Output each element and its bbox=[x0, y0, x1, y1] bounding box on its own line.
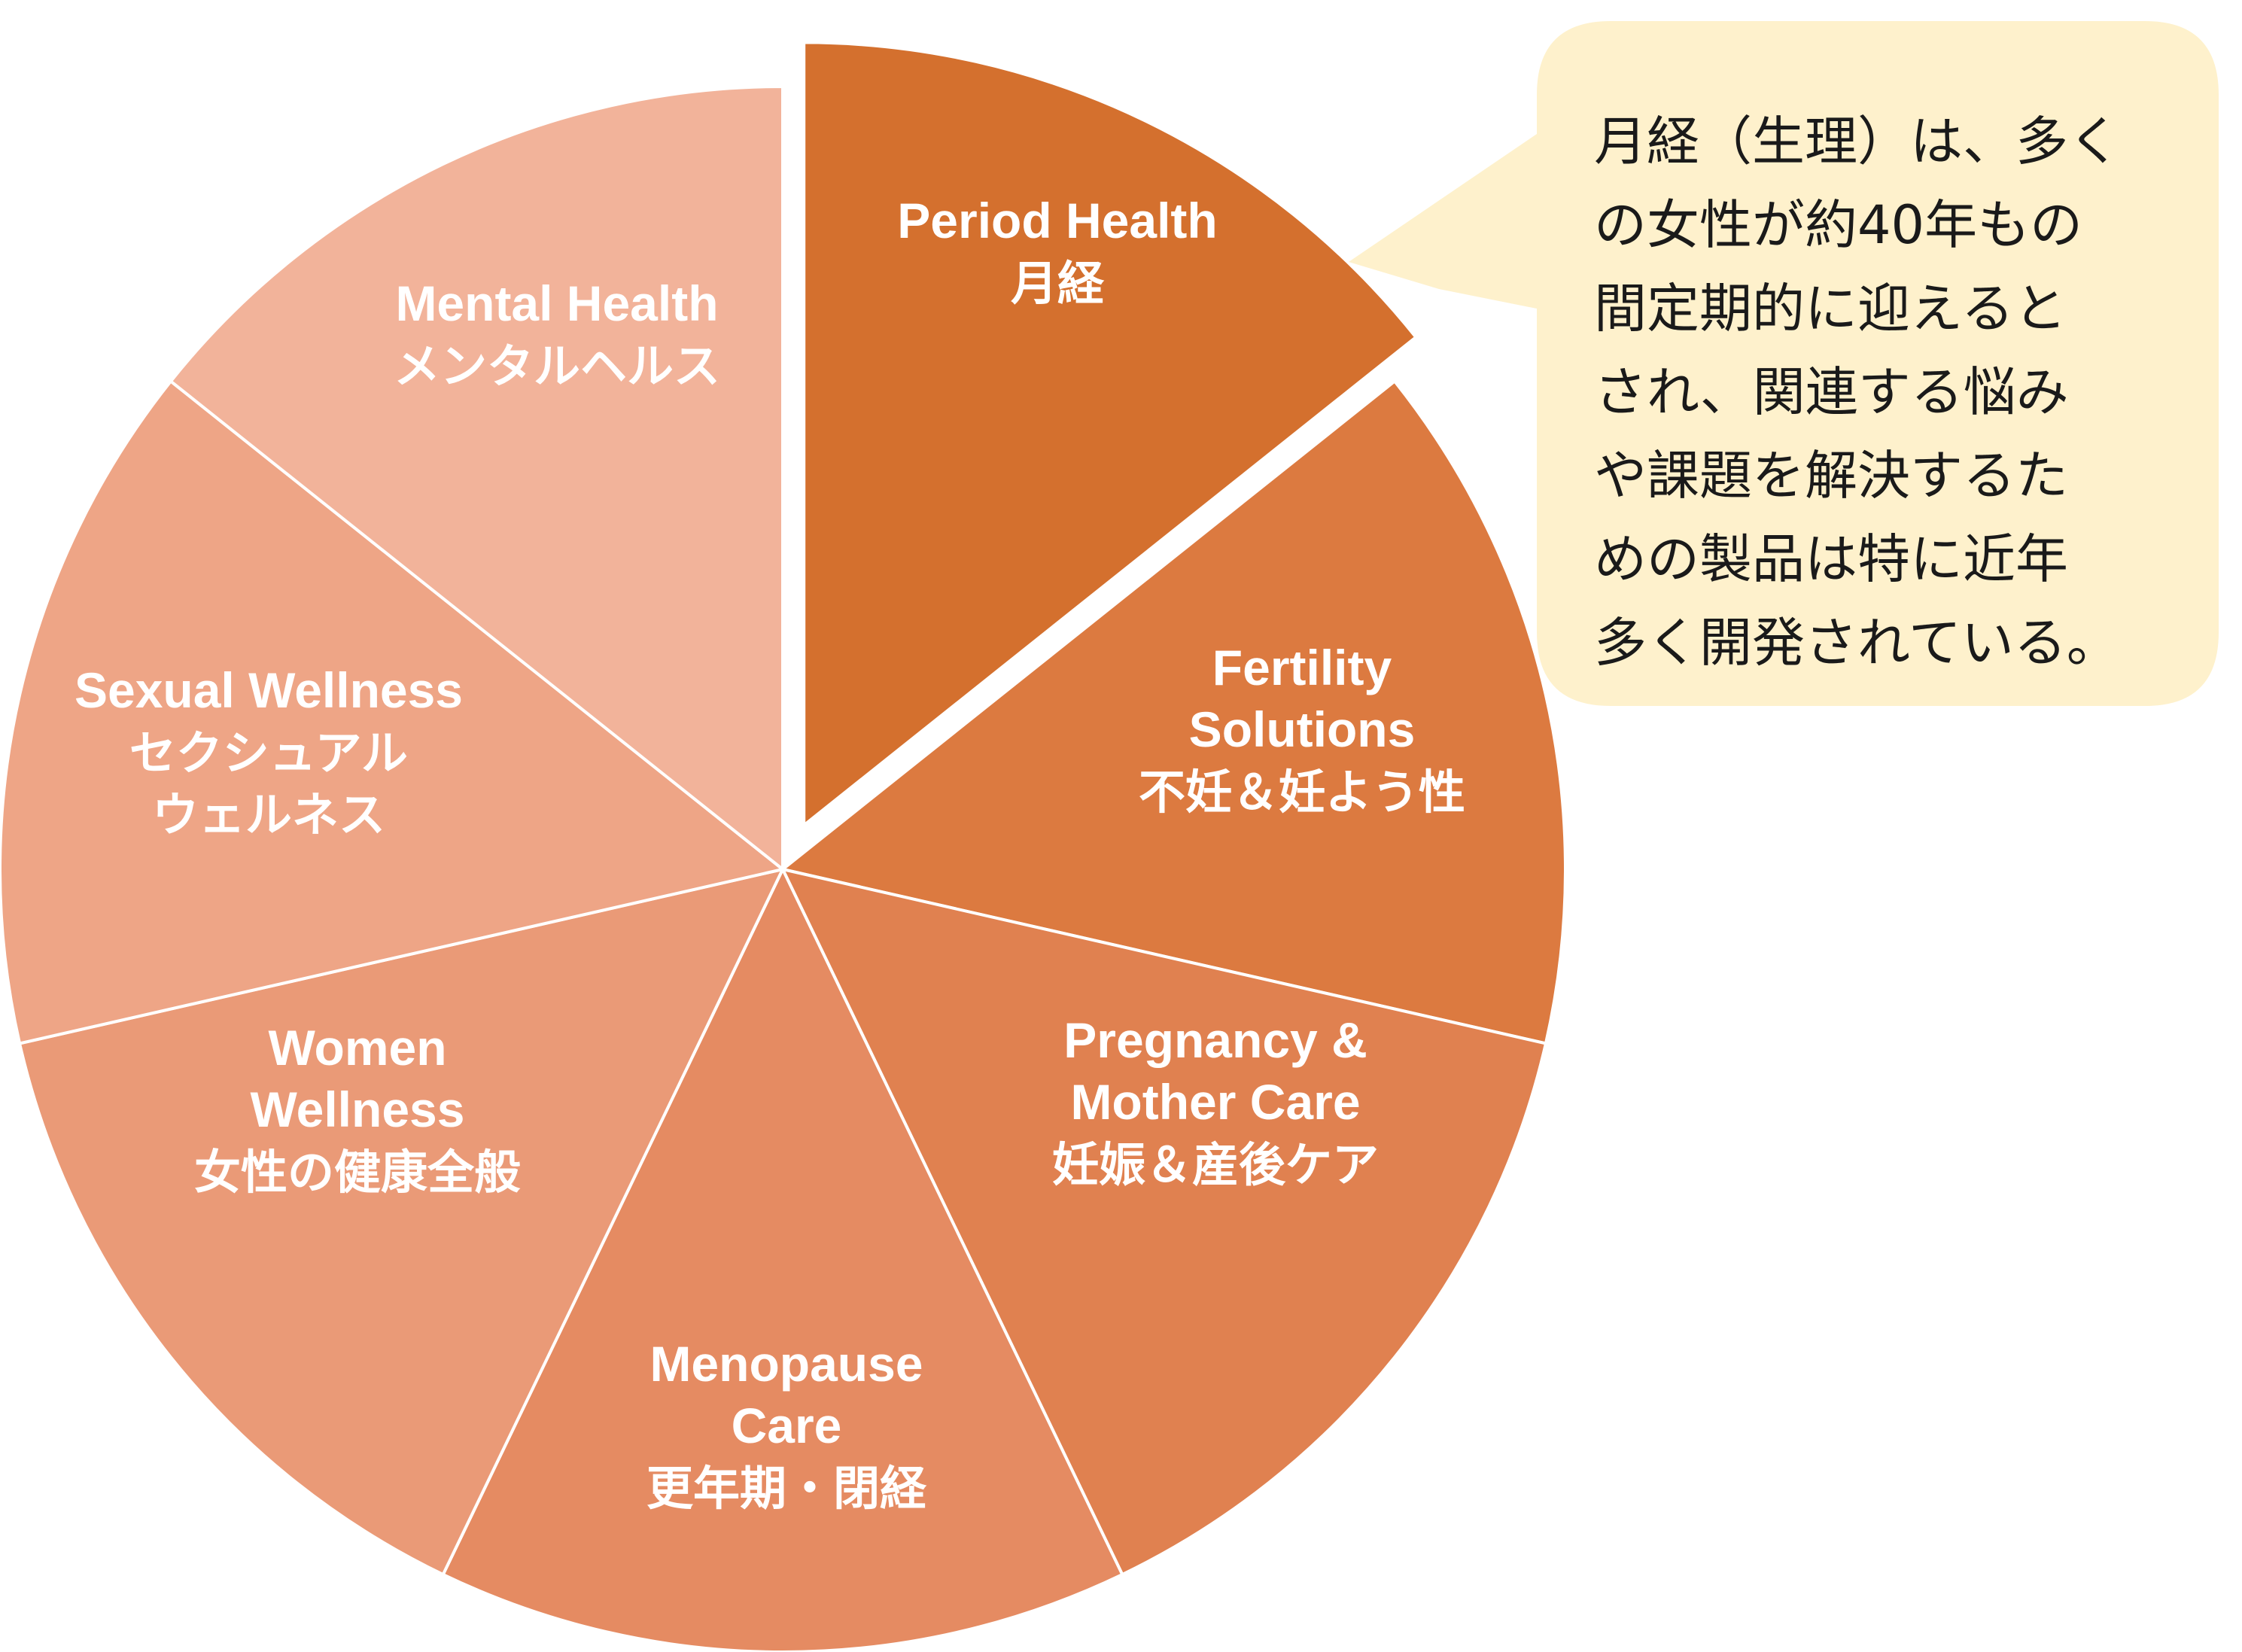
callout-line: 月経（生理）は、多く bbox=[1594, 111, 2121, 172]
slice-label-ja: 女性の健康全般 bbox=[194, 1145, 521, 1200]
slice-label-en: Women bbox=[268, 1020, 446, 1075]
callout-line: 間定期的に迎えると bbox=[1594, 278, 2067, 339]
slice-label-ja: メンタルヘルス bbox=[394, 339, 720, 394]
slice-women-wellness bbox=[17, 867, 786, 1577]
slice-label-en: Mother Care bbox=[1070, 1074, 1360, 1130]
callout-line: 多く開発されている。 bbox=[1594, 612, 2119, 674]
slice-label-ja: 更年期・閉経 bbox=[646, 1461, 927, 1516]
slice-label-en: Solutions bbox=[1189, 701, 1416, 757]
callout-bubble: 月経（生理）は、多くの女性が約40年もの間定期的に迎えるとされ、関連する悩みや課… bbox=[1349, 21, 2219, 706]
slice-label-ja: セクシュアル bbox=[129, 726, 408, 780]
slice-label-en: Sexual Wellness bbox=[75, 662, 463, 718]
slice-mental-health bbox=[169, 84, 784, 873]
pie-slices bbox=[0, 41, 1567, 1652]
slice-label-en: Wellness bbox=[251, 1082, 465, 1137]
slice-period-health bbox=[802, 41, 1419, 829]
slice-label-en: Pregnancy & bbox=[1063, 1012, 1367, 1068]
callout-line: され、関連する悩み bbox=[1594, 361, 2069, 423]
callout-line: めの製品は特に近年 bbox=[1594, 528, 2068, 590]
slice-label-ja: 妊娠＆産後ケア bbox=[1052, 1137, 1379, 1192]
callout-text: 月経（生理）は、多くの女性が約40年もの間定期的に迎えるとされ、関連する悩みや課… bbox=[1594, 111, 2121, 674]
slice-label-ja: ウェルネス bbox=[152, 787, 385, 842]
slice-label-en: Care bbox=[732, 1398, 842, 1453]
slice-label-en: Menopause bbox=[649, 1336, 923, 1392]
slice-sexual-wellness bbox=[0, 379, 786, 1045]
slice-label-ja: 月経 bbox=[1011, 256, 1105, 311]
callout-shape bbox=[1349, 21, 2219, 706]
callout-line: の女性が約40年もの bbox=[1594, 194, 2082, 256]
slice-label-en: Mental Health bbox=[395, 275, 718, 331]
slice-label-pregnancy-mother-care: Pregnancy & Mother Care 妊娠＆産後ケア bbox=[1052, 1012, 1379, 1192]
slice-label-en: Fertility bbox=[1212, 640, 1392, 695]
slice-pregnancy-mother-care bbox=[780, 867, 1548, 1577]
callout-line: や課題を解決するた bbox=[1594, 445, 2068, 507]
slice-label-mental-health: Mental Health メンタルヘルス bbox=[394, 275, 720, 394]
slice-label-period-health: Period Health 月経 bbox=[897, 193, 1217, 311]
slice-label-ja: 不妊＆妊よう性 bbox=[1139, 765, 1465, 820]
slice-label-en: Period Health bbox=[897, 193, 1217, 248]
slice-fertility-solutions bbox=[779, 379, 1567, 1045]
